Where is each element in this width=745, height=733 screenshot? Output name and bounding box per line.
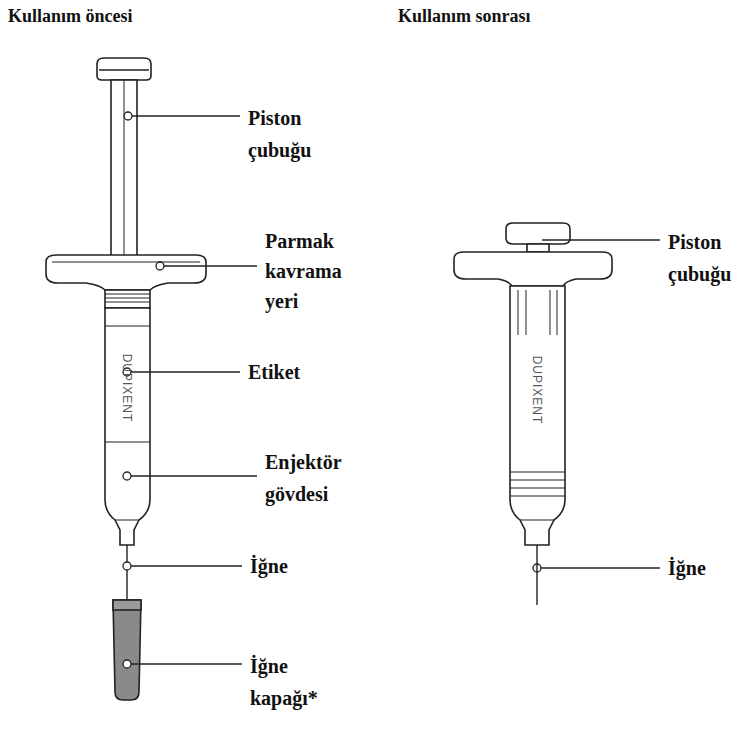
part-label: İğne bbox=[668, 554, 742, 582]
part-label: Piston çubuğu bbox=[668, 226, 742, 290]
part-label: Piston çubuğu bbox=[248, 102, 343, 166]
heading: Kullanım öncesi bbox=[8, 4, 228, 28]
syringe-after bbox=[454, 223, 612, 605]
syringe-before bbox=[46, 58, 206, 700]
heading: Kullanım sonrası bbox=[398, 4, 618, 28]
leader-lines-right bbox=[541, 240, 660, 568]
leader-lines-left bbox=[127, 116, 257, 664]
brand-text: DUPIXENT bbox=[530, 356, 544, 425]
part-label: Etiket bbox=[248, 358, 368, 386]
part-label: İğne kapağı* bbox=[250, 650, 350, 714]
brand-text: DUPIXENT bbox=[120, 354, 134, 423]
part-label: İğne bbox=[250, 552, 350, 580]
part-label: Parmak kavrama yeri bbox=[265, 226, 360, 316]
part-label: Enjektör gövdesi bbox=[265, 446, 375, 510]
leader-dots bbox=[123, 112, 542, 668]
